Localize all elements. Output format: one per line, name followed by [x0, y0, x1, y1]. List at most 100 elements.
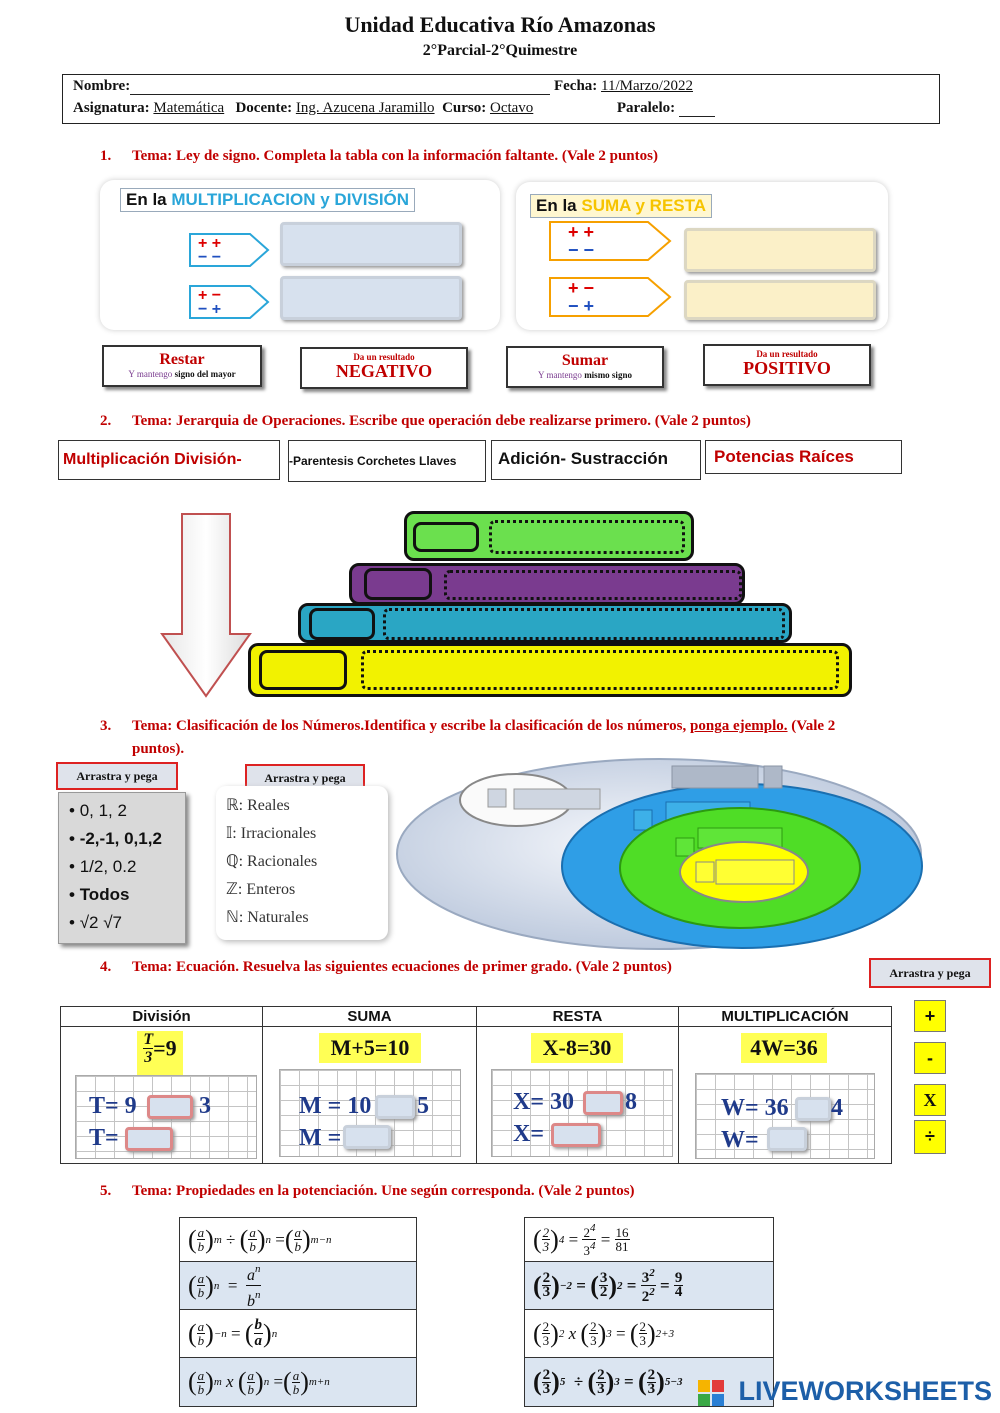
venn-racionales-drop-a[interactable]: [763, 765, 783, 789]
eq-suma-step1-b: 5: [417, 1093, 429, 1119]
svg-text:− +: − +: [198, 301, 221, 318]
eq-suma-step1: M = 10: [299, 1093, 372, 1119]
set-item-racionales[interactable]: ℚ: Racionales: [216, 848, 388, 876]
set-enteros-symbol: ℤ:: [226, 881, 243, 898]
operator-divide[interactable]: ÷: [914, 1120, 946, 1154]
eq-division-step1-b: 3: [199, 1093, 211, 1119]
eq-suma-result-drop[interactable]: [343, 1125, 391, 1149]
venn-racionales-drop-b[interactable]: [671, 765, 759, 789]
option-parentesis[interactable]: -Parentesis Corchetes Llaves: [288, 440, 486, 482]
chip-negativo[interactable]: Da un resultado NEGATIVO: [300, 347, 468, 389]
pyramid-level-3-drop-a[interactable]: [309, 608, 375, 640]
pyramid-level-2-drop-b[interactable]: [444, 570, 742, 600]
set-irracionales-name: Irracionales: [240, 825, 317, 842]
set-item-enteros[interactable]: ℤ: Enteros: [216, 876, 388, 904]
eq-division-operator-drop[interactable]: [147, 1095, 193, 1119]
number-item-1[interactable]: • 0, 1, 2: [69, 801, 127, 820]
svg-text:− −: − −: [568, 240, 594, 260]
eq-division-step2: T=: [89, 1125, 119, 1151]
sum-answer-drop-1[interactable]: [684, 228, 876, 272]
eq-col-resta-head: RESTA: [477, 1007, 678, 1027]
option-multiplicacion-division[interactable]: Multiplicación División-: [58, 440, 280, 480]
chip-negativo-top: Da un resultado: [353, 352, 415, 362]
q1-title-text: Tema: Ley de signo. Completa la tabla co…: [132, 148, 658, 164]
sign-tag-plus-minus-icon: + − − +: [189, 285, 270, 319]
number-item-2[interactable]: • -2,-1, 0,1,2: [69, 829, 162, 848]
q3-title-pre: Tema: Clasificación de los Números.Ident…: [132, 718, 687, 734]
venn-naturales-inner-drop-a[interactable]: [695, 861, 715, 883]
set-item-reales[interactable]: ℝ: Reales: [216, 792, 388, 820]
eq-multiplicacion-expression: 4W=36: [741, 1033, 827, 1063]
eq-resta-result-drop[interactable]: [551, 1123, 601, 1147]
eq-multiplicacion-operator-drop[interactable]: [795, 1097, 831, 1121]
venn-enteros-drop-a[interactable]: [633, 809, 653, 831]
venn-irracionales-drop-a[interactable]: [487, 788, 507, 808]
option-adicion-sustraccion[interactable]: Adición- Sustracción: [491, 440, 701, 480]
docente-label: Docente:: [235, 100, 293, 116]
option-potencias-raices[interactable]: Potencias Raíces: [705, 440, 902, 474]
down-arrow-icon: [160, 513, 252, 698]
sign-tag-plus-plus-sum-icon: + + − −: [549, 221, 672, 261]
svg-text:− +: − +: [568, 296, 594, 316]
nombre-label: Nombre:: [73, 78, 131, 94]
q5-title: 5.Tema: Propiedades en la potenciación. …: [100, 1183, 635, 1200]
pyramid-level-4-drop-a[interactable]: [259, 650, 347, 690]
chip-sumar[interactable]: Sumar Y mantengo mismo signo: [506, 346, 664, 388]
q4-number: 4.: [100, 959, 112, 975]
operator-minus[interactable]: -: [914, 1042, 946, 1074]
eq-division-rhs: =9: [153, 1035, 177, 1061]
eq-suma-step2: M =: [299, 1125, 342, 1151]
pyramid-level-1: [404, 511, 694, 561]
nombre-field[interactable]: [130, 81, 551, 95]
venn-naturales-drop-a[interactable]: [675, 837, 695, 857]
chip-restar[interactable]: Restar Y mantengo signo del mayor: [102, 345, 262, 387]
pyramid-level-1-drop-b[interactable]: [489, 520, 685, 554]
mult-answer-drop-1[interactable]: [280, 222, 462, 266]
mult-answer-drop-2[interactable]: [280, 276, 462, 320]
eq-resta-operator-drop[interactable]: [583, 1091, 623, 1115]
number-sets-venn-diagram: [396, 758, 923, 950]
eq-suma-operator-drop[interactable]: [375, 1095, 415, 1119]
fecha-value: 11/Marzo/2022: [601, 78, 693, 94]
chip-positivo[interactable]: Da un resultado POSITIVO: [703, 344, 871, 386]
eq-col-division-head: División: [61, 1007, 262, 1027]
pyramid-level-3-drop-b[interactable]: [383, 608, 785, 640]
sign-tag-plus-minus-sum-icon: + − − +: [549, 277, 672, 317]
operator-times[interactable]: X: [914, 1084, 946, 1116]
pyramid-level-4-drop-b[interactable]: [361, 650, 839, 690]
set-irracionales-symbol: 𝕀:: [226, 825, 237, 842]
operator-plus[interactable]: +: [914, 1000, 946, 1032]
mult-div-heading: En la MULTIPLICACION y DIVISIÓN: [120, 188, 416, 212]
number-item-1-text: 0, 1, 2: [79, 801, 127, 820]
number-item-4[interactable]: • Todos: [69, 885, 130, 904]
drag-tag-numbers: Arrastra y pega: [56, 762, 178, 790]
paralelo-field[interactable]: [678, 103, 715, 117]
mult-heading-prefix: En la: [126, 190, 167, 209]
eq-division-expression: T 3 =9: [137, 1031, 183, 1075]
eq-col-resta: RESTA X-8=30 X= 30 8 X=: [477, 1007, 679, 1163]
set-item-naturales[interactable]: ℕ: Naturales: [216, 904, 388, 932]
set-item-irracionales[interactable]: 𝕀: Irracionales: [216, 820, 388, 848]
venn-irracionales-drop-b[interactable]: [513, 788, 601, 810]
q5-title-text: Tema: Propiedades en la potenciación. Un…: [132, 1183, 635, 1199]
number-item-3[interactable]: • 1/2, 0.2: [69, 857, 137, 876]
fecha-label: Fecha:: [553, 78, 598, 94]
eq-division-num: T: [143, 1031, 154, 1049]
eq-multiplicacion-result-drop[interactable]: [767, 1127, 807, 1151]
venn-naturales-inner-drop-b[interactable]: [715, 859, 795, 885]
chip-negativo-label: NEGATIVO: [335, 361, 433, 381]
eq-division-result-drop[interactable]: [125, 1127, 173, 1151]
number-item-5[interactable]: • √2 √7: [69, 913, 122, 932]
eq-col-multiplicacion: MULTIPLICACIÓN 4W=36 W= 36 4 W=: [679, 1007, 891, 1163]
pyramid-level-2-drop-a[interactable]: [364, 568, 432, 600]
pyramid-level-1-drop-a[interactable]: [413, 522, 479, 552]
sum-answer-drop-2[interactable]: [684, 280, 876, 320]
